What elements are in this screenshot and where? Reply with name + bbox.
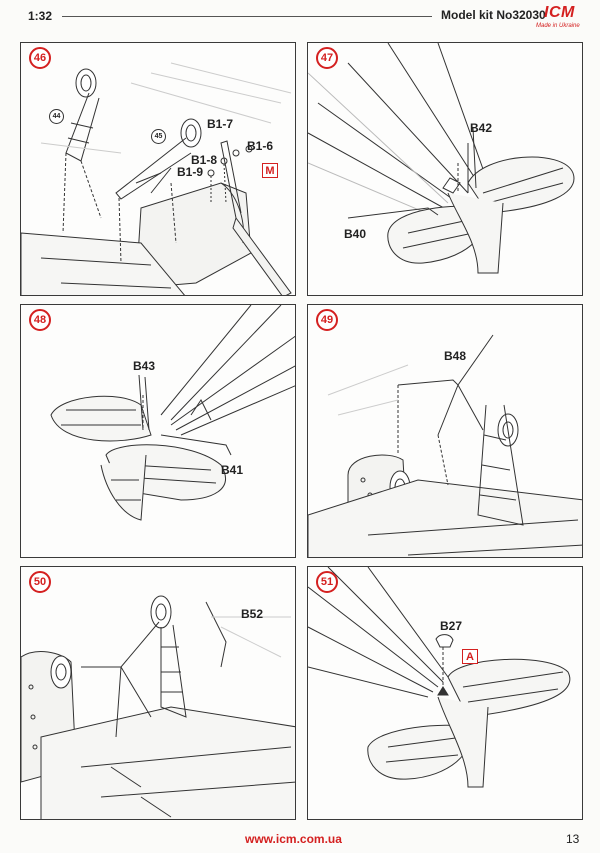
ref-circle-45: 45 bbox=[151, 129, 166, 144]
step-47-illustration bbox=[308, 43, 575, 274]
logo-tagline: Made in Ukraine bbox=[536, 23, 580, 29]
label-b27: B27 bbox=[440, 619, 463, 633]
step-number-49: 49 bbox=[316, 309, 338, 331]
label-b1-8: B1-8 bbox=[191, 153, 218, 167]
step-49-illustration bbox=[308, 334, 582, 557]
label-b40: B40 bbox=[344, 227, 367, 241]
ref-box-m: M bbox=[262, 163, 278, 178]
step-50-panel: 50 B52 bbox=[20, 566, 296, 820]
step-number-48: 48 bbox=[29, 309, 51, 331]
label-b1-9: B1-9 bbox=[177, 165, 204, 179]
label-b52: B52 bbox=[241, 607, 264, 621]
step-48-illustration bbox=[50, 305, 295, 521]
step-51-illustration bbox=[308, 567, 571, 788]
kit-number: Model kit No32030 bbox=[441, 8, 546, 22]
step-46-panel: 46 44 45 B1-7 B1-6 B1-8 B1-9 M bbox=[20, 42, 296, 296]
step-49-panel: 49 B48 bbox=[307, 304, 583, 558]
step-48-panel: 48 B43 B41 bbox=[20, 304, 296, 558]
label-b41: B41 bbox=[221, 463, 244, 477]
step-47-panel: 47 B42 B40 bbox=[307, 42, 583, 296]
label-b1-6: B1-6 bbox=[247, 139, 274, 153]
scale-label: 1:32 bbox=[28, 9, 53, 23]
label-b43: B43 bbox=[133, 359, 156, 373]
step-51-panel: 51 B27 A bbox=[307, 566, 583, 820]
step-number-46: 46 bbox=[29, 47, 51, 69]
website-link[interactable]: www.icm.com.ua bbox=[245, 832, 342, 846]
ref-box-a: A bbox=[462, 649, 478, 664]
header-rule bbox=[62, 16, 432, 17]
step-50-illustration bbox=[21, 595, 295, 819]
step-number-50: 50 bbox=[29, 571, 51, 593]
label-b42: B42 bbox=[470, 121, 493, 135]
logo-text: ICM bbox=[544, 4, 575, 21]
label-b1-7: B1-7 bbox=[207, 117, 234, 131]
label-b48: B48 bbox=[444, 349, 467, 363]
page-number: 13 bbox=[566, 832, 580, 846]
step-number-51: 51 bbox=[316, 571, 338, 593]
icm-logo: ICM Made in Ukraine bbox=[532, 4, 582, 34]
page-header: 1:32 Model kit No32030 ICM Made in Ukrai… bbox=[0, 0, 600, 36]
ref-circle-44: 44 bbox=[49, 109, 64, 124]
step-46-illustration bbox=[21, 62, 292, 295]
step-number-47: 47 bbox=[316, 47, 338, 69]
